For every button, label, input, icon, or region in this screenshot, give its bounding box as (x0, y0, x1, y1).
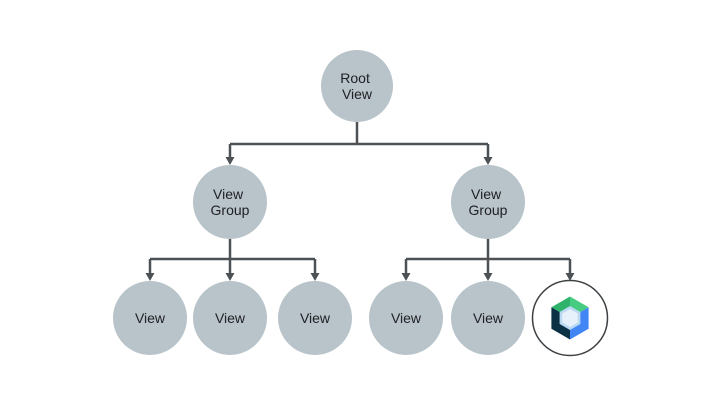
view-leaf-node: View (369, 281, 443, 355)
view-leaf-node: View (193, 281, 267, 355)
arrowhead-down-icon (145, 273, 155, 281)
jetpack-compose-logo-icon (551, 296, 589, 340)
view-leaf-node: View (278, 281, 352, 355)
view-group-right-label: View Group (469, 186, 508, 218)
view-leaf-node: View (451, 281, 525, 355)
view-leaf-label: View (391, 310, 422, 326)
root-view-node: Root View (321, 50, 393, 122)
view-leaf-node: View (113, 281, 187, 355)
compose-leaf-node (531, 279, 609, 357)
connector-left-group-to-views (148, 239, 317, 274)
root-view-label: Root View (340, 70, 373, 102)
view-group-left-label: View Group (211, 186, 250, 218)
view-group-left-node: View Group (193, 165, 267, 239)
arrowhead-down-icon (483, 273, 493, 281)
arrowhead-down-icon (310, 273, 320, 281)
connector-right-group-to-views (404, 239, 572, 274)
view-leaf-label: View (215, 310, 246, 326)
view-leaf-label: View (135, 310, 166, 326)
arrowhead-down-icon (565, 273, 575, 281)
view-leaf-label: View (473, 310, 504, 326)
view-leaf-label: View (300, 310, 331, 326)
arrowhead-down-icon (483, 157, 493, 165)
arrowhead-down-icon (401, 273, 411, 281)
connectors (145, 122, 575, 281)
arrowhead-down-icon (225, 157, 235, 165)
view-group-right-node: View Group (451, 165, 525, 239)
arrowhead-down-icon (225, 273, 235, 281)
connector-root-to-groups (228, 122, 490, 158)
